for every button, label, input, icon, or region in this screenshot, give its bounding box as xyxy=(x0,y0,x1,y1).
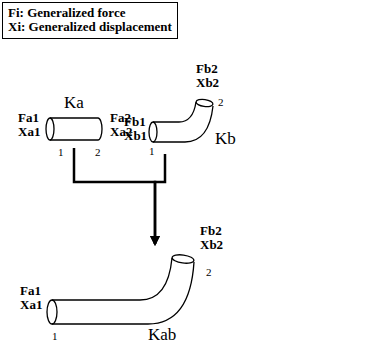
tube-opening xyxy=(172,254,195,265)
tube-end xyxy=(47,300,57,324)
tube-inner xyxy=(153,102,196,122)
component-shape: Kab xyxy=(44,246,204,350)
component-outline xyxy=(44,246,204,350)
variable-label: Fa1 xyxy=(18,111,39,125)
variable-label: Xb1 xyxy=(124,129,147,143)
end-number: 1 xyxy=(52,330,58,342)
variable-label: Fb1 xyxy=(124,115,146,129)
tube-outer xyxy=(153,106,213,142)
stiffness-name: Ka xyxy=(64,94,84,113)
tube-opening xyxy=(196,98,214,107)
cylinder-body xyxy=(50,118,102,140)
legend-box: Fi: Generalized forceXi: Generalized dis… xyxy=(2,2,178,39)
tube-inner xyxy=(52,258,172,300)
merge-arrow xyxy=(74,148,155,244)
tube-end xyxy=(149,122,157,142)
stiffness-name: Kb xyxy=(215,130,236,149)
variable-label: Fb2 xyxy=(200,224,222,238)
component-shape: Ka xyxy=(42,94,106,146)
tube-outer xyxy=(52,262,194,324)
variable-label: Fb2 xyxy=(196,62,218,76)
end-number: 2 xyxy=(218,96,224,108)
end-number: 1 xyxy=(58,146,64,158)
variable-label: Xa1 xyxy=(18,125,40,139)
merge-arrow xyxy=(155,154,165,244)
legend-entry: Xi: Generalized displacement xyxy=(8,20,172,34)
stiffness-name: Kab xyxy=(148,326,176,345)
variable-label: Xb2 xyxy=(200,238,223,252)
end-number: 2 xyxy=(95,146,101,158)
end-number: 2 xyxy=(206,266,212,278)
cylinder-end xyxy=(46,118,54,140)
variable-label: Xa1 xyxy=(20,298,42,312)
variable-label: Xb2 xyxy=(196,76,219,90)
end-number: 1 xyxy=(149,145,155,157)
variable-label: Fa1 xyxy=(20,284,41,298)
legend-entry: Fi: Generalized force xyxy=(8,6,172,20)
component-shape: Kb xyxy=(145,88,238,152)
